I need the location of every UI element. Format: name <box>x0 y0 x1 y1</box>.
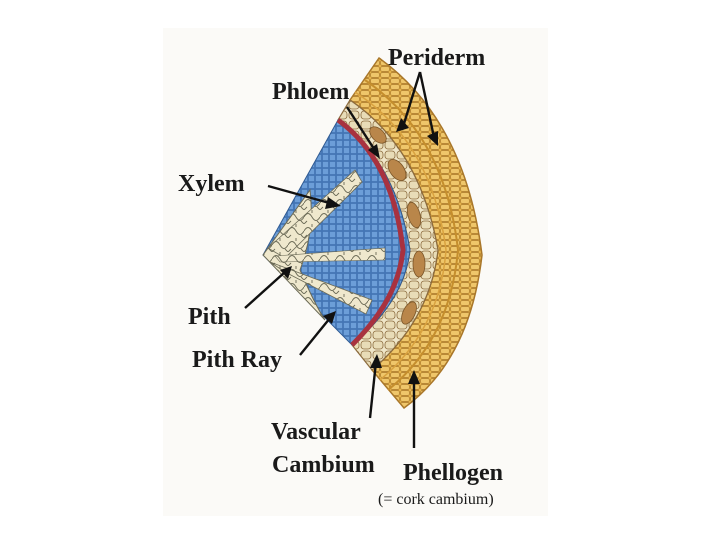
vascular-cambium-label-line2: Cambium <box>272 453 375 477</box>
phellogen-label: Phellogen <box>403 461 503 485</box>
pith-ray-arrow <box>300 318 330 355</box>
pith-label: Pith <box>188 305 231 329</box>
vascular-cambium-label-line1: Vascular <box>271 420 361 444</box>
pith-arrow <box>245 272 285 308</box>
xylem-label: Xylem <box>178 172 245 196</box>
wedge <box>263 58 482 408</box>
pith-ray-label: Pith Ray <box>192 348 282 372</box>
phellogen-note: (= cork cambium) <box>378 492 494 508</box>
periderm-label: Periderm <box>388 46 485 70</box>
phloem-label: Phloem <box>272 80 349 104</box>
